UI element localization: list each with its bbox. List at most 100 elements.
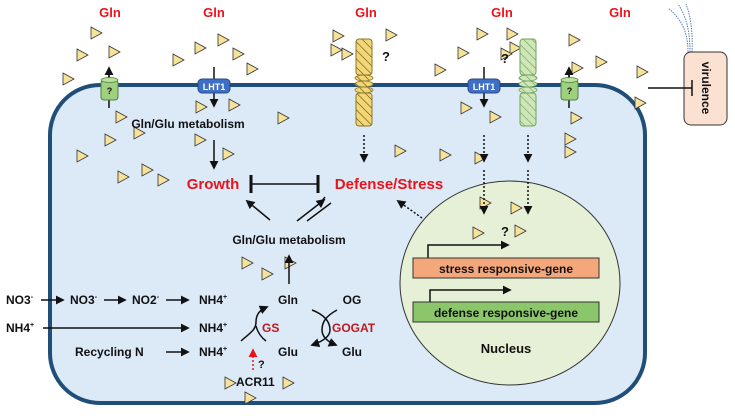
- gln-molecule-icon: [595, 55, 608, 69]
- gln-molecule-icon: [108, 45, 121, 59]
- gln-label: Gln: [99, 5, 121, 20]
- unknown-exporter-label: ?: [107, 86, 113, 96]
- ammonium-product: NH4+: [199, 321, 227, 335]
- svg-text:NO2-: NO2-: [132, 293, 160, 307]
- gln-molecule-icon: [90, 26, 103, 40]
- gln-molecule-icon: [241, 256, 254, 270]
- ammonium-product: NH4+: [199, 293, 227, 307]
- gln-molecule-icon: [514, 224, 527, 238]
- nucleus-question-mark: ?: [501, 224, 509, 239]
- unknown-exporter-right: ?: [560, 66, 579, 108]
- gs-enzyme-label: GS: [262, 321, 279, 335]
- unknown-exporter-left: ?: [100, 66, 119, 108]
- gln-molecule-icon: [104, 133, 117, 147]
- defense-gene-box: [412, 301, 600, 323]
- ammonium-product: NH4+: [199, 345, 227, 359]
- gln-label: Gln: [203, 5, 225, 20]
- gln-molecule-icon: [62, 72, 75, 86]
- unknown-exporter-label: ?: [567, 86, 573, 96]
- gln-molecule-icon: [222, 147, 235, 161]
- receptor-question-mark: ?: [501, 51, 509, 66]
- acr11-question: ?: [258, 359, 265, 371]
- gln-glu-metabolism-top: Gln/Glu metabolism: [131, 117, 244, 131]
- receptor-green: ?: [501, 38, 538, 127]
- svg-text:NO3-: NO3-: [70, 293, 98, 307]
- lht1-transporter-left: LHT1: [197, 67, 231, 108]
- gln-molecule-icon: [341, 47, 354, 61]
- gogat-arrow-b: [321, 309, 338, 347]
- svg-text:NH4+: NH4+: [199, 345, 227, 359]
- gln-molecule-icon: [457, 46, 470, 60]
- gln-molecule-icon: [195, 100, 208, 114]
- gln-molecule-icon: [472, 226, 485, 240]
- gln-molecule-icon: [439, 148, 452, 162]
- gln-molecule-icon: [244, 391, 257, 405]
- gln-molecule-icon: [460, 101, 473, 115]
- gogat-enzyme-label: GOGAT: [332, 321, 376, 335]
- svg-text:NH4+: NH4+: [199, 293, 227, 307]
- gln-glu-metabolism-mid: Gln/Glu metabolism: [232, 233, 345, 247]
- gln-molecule-icon: [564, 145, 577, 159]
- pathogen: virulence: [648, 3, 728, 126]
- gln-product: Gln: [278, 293, 298, 307]
- nucleus: [399, 180, 621, 386]
- svg-text:NH4+: NH4+: [6, 321, 34, 335]
- glu-product: Glu: [342, 345, 362, 359]
- gln-molecule-icon: [394, 144, 407, 158]
- gln-molecule-icon: [385, 28, 398, 42]
- gln-molecule-icon: [282, 376, 295, 390]
- gln-label: Gln: [609, 5, 631, 20]
- gogat-arrow-a: [310, 309, 331, 347]
- stress-gene-label: stress responsive-gene: [439, 262, 573, 276]
- gln-molecule-icon: [506, 27, 519, 41]
- gln-molecule-icon: [332, 29, 345, 43]
- receptor-question-mark: ?: [382, 49, 390, 64]
- gln-molecule-icon: [141, 163, 154, 177]
- recycling-n: Recycling N: [75, 345, 144, 359]
- gln-molecule-icon: [571, 61, 584, 75]
- nitrite: NO2-: [132, 293, 160, 307]
- gln-molecule-icon: [570, 111, 583, 125]
- gln-molecule-icon: [277, 111, 290, 125]
- gln-molecule-icon: [232, 47, 245, 61]
- gln-label: Gln: [491, 5, 513, 20]
- gln-molecule-icon: [117, 170, 130, 184]
- gln-molecule-icon: [509, 41, 522, 55]
- nitrate-outside: NO3-: [6, 293, 34, 307]
- lht1-label: LHT1: [473, 82, 496, 92]
- gln-molecule-icon: [172, 53, 185, 67]
- nitrate-inside: NO3-: [70, 293, 98, 307]
- gln-molecule-icon: [76, 48, 89, 62]
- gln-molecule-icon: [194, 41, 207, 55]
- stress-gene-box: [412, 257, 600, 279]
- gln-molecule-icon: [634, 96, 647, 110]
- acr11-label: ACR11: [236, 375, 275, 389]
- gln-molecule-icon: [564, 132, 577, 146]
- gs-arrow: [240, 305, 269, 342]
- gln-molecule-icon: [246, 62, 259, 76]
- gln-molecule-icon: [636, 65, 649, 79]
- gln-molecule-icon: [261, 267, 274, 281]
- lht1-label: LHT1: [203, 82, 226, 92]
- og-label: OG: [343, 293, 362, 307]
- ammonium-outside: NH4+: [6, 321, 34, 335]
- defense-gene-label: defense responsive-gene: [434, 306, 578, 320]
- virulence-label: virulence: [699, 62, 713, 115]
- gln-molecule-icon: [224, 376, 237, 390]
- gln-molecule-icon: [330, 43, 343, 57]
- defense-stress-label: Defense/Stress: [335, 176, 443, 193]
- glu-substrate: Glu: [278, 345, 298, 359]
- growth-label: Growth: [187, 176, 240, 193]
- gln-molecule-icon: [76, 149, 89, 163]
- gln-molecule-icon: [115, 110, 128, 124]
- gln-label: Gln: [355, 5, 377, 20]
- gln-molecule-icon: [510, 201, 523, 215]
- gln-molecule-icon: [194, 133, 207, 147]
- gln-molecule-icon: [157, 173, 170, 187]
- gln-molecule-icon: [476, 27, 489, 41]
- svg-text:NO3-: NO3-: [6, 293, 34, 307]
- gln-molecule-icon: [500, 47, 513, 61]
- lht1-transporter-right: LHT1: [467, 67, 501, 108]
- gln-molecule-icon: [228, 98, 241, 112]
